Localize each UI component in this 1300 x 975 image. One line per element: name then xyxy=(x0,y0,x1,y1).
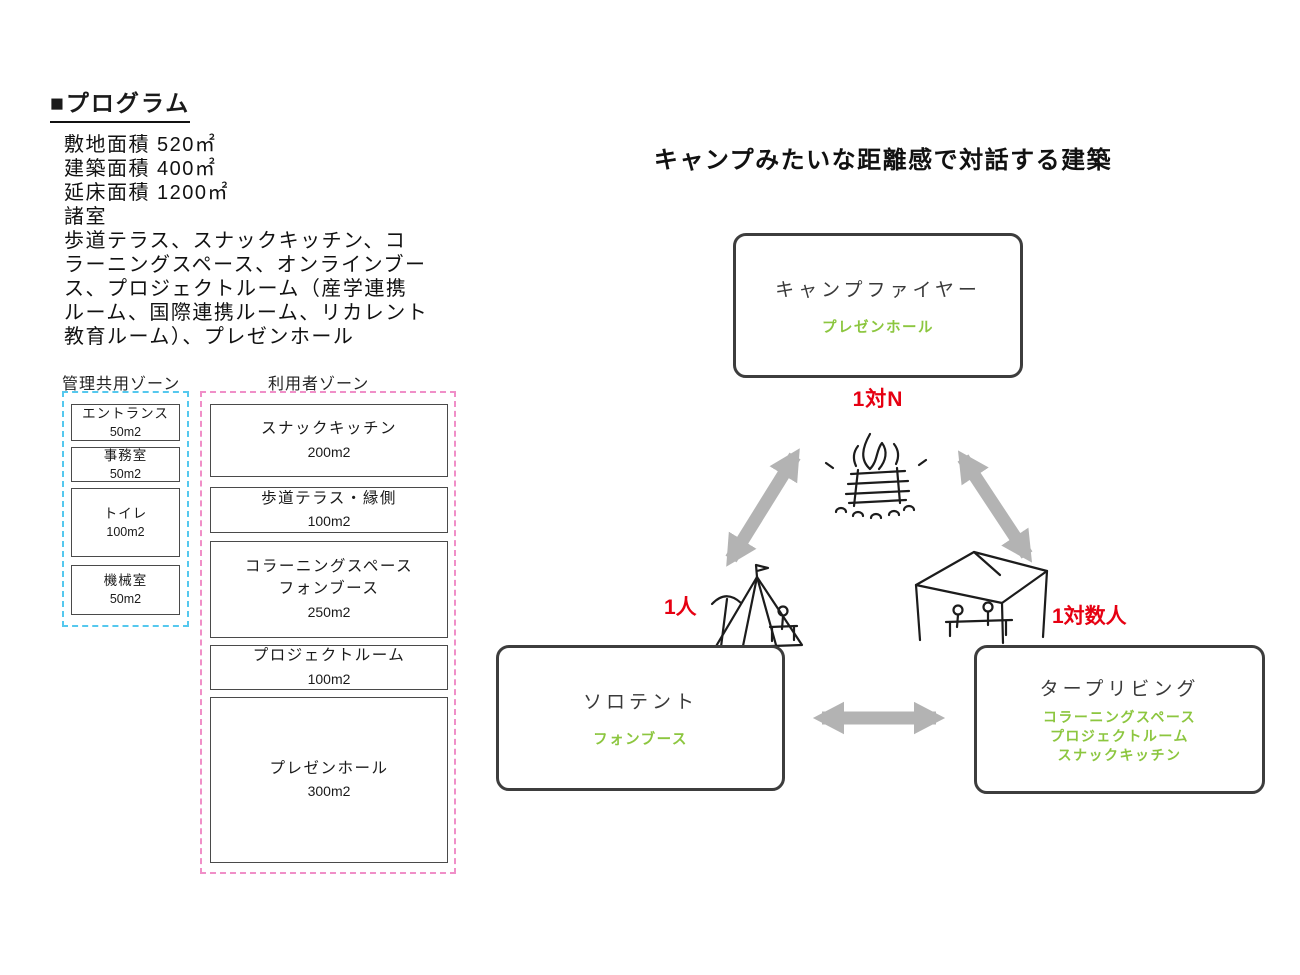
campfire-sketch-icon xyxy=(824,432,928,520)
node-programs: コラーニングスペース プロジェクトルーム スナックキッチン xyxy=(1043,708,1196,765)
node-program: フォンブース xyxy=(593,732,688,748)
user-zone-box: スナックキッチン 200m2 歩道テラス・縁側 100m2 コラーニングスペース… xyxy=(200,391,456,874)
room-area: 100m2 xyxy=(106,524,145,539)
room-box-presentation-hall: プレゼンホール 300m2 xyxy=(210,697,448,863)
room-box-terrace: 歩道テラス・縁側 100m2 xyxy=(210,487,448,533)
room-area: 100m2 xyxy=(307,513,351,530)
room-box-toilet: トイレ 100m2 xyxy=(71,488,180,557)
program-line: 延床面積 1200㎡ xyxy=(64,182,230,204)
tarp-sketch-icon xyxy=(914,550,1049,645)
room-box-machine-room: 機械室 50m2 xyxy=(71,565,180,615)
node-program: プレゼンホール xyxy=(822,319,934,336)
room-area: 50m2 xyxy=(109,592,142,607)
admin-zone-box: エントランス 50m2 事務室 50m2 トイレ 100m2 機械室 50m2 xyxy=(62,391,189,627)
room-box-project-room: プロジェクトルーム 100m2 xyxy=(210,645,448,690)
room-name: プレゼンホール xyxy=(269,759,389,777)
room-name: 事務室 xyxy=(103,447,148,463)
page-title: ■プログラム xyxy=(50,84,191,123)
room-name: スナックキッチン xyxy=(260,420,397,438)
room-box-office: 事務室 50m2 xyxy=(71,447,180,482)
room-name: プロジェクトルーム xyxy=(252,647,406,665)
room-box-snack-kitchen: スナックキッチン 200m2 xyxy=(210,404,448,477)
node-label: タープリビング xyxy=(1039,679,1200,700)
relation-label-1-to-n: 1対N xyxy=(852,388,904,411)
room-name: トイレ xyxy=(103,505,148,521)
program-line: 教育ルーム）、プレゼンホール xyxy=(64,326,355,348)
room-area: 100m2 xyxy=(307,670,351,687)
node-program: プロジェクトルーム xyxy=(1049,728,1190,744)
node-program: スナックキッチン xyxy=(1057,747,1182,763)
node-tarp-living: タープリビング コラーニングスペース プロジェクトルーム スナックキッチン xyxy=(974,645,1265,794)
node-solo-tent: ソロテント フォンブース xyxy=(496,645,785,791)
room-name: エントランス xyxy=(82,405,169,421)
program-line: ルーム、国際連携ルーム、リカレント xyxy=(64,302,429,324)
room-area: 250m2 xyxy=(307,603,351,620)
node-label: ソロテント xyxy=(582,692,698,713)
room-area: 300m2 xyxy=(307,783,351,800)
room-area: 50m2 xyxy=(109,424,142,439)
admin-zone-label: 管理共用ゾーン xyxy=(62,376,181,393)
diagram-title: キャンプみたいな距離感で対話する建築 xyxy=(653,147,1113,174)
program-line: 建築面積 400㎡ xyxy=(64,158,217,180)
program-line: 敷地面積 520㎡ xyxy=(64,134,217,156)
room-name: コラーニングスペース フォンブース xyxy=(244,557,414,598)
user-zone-label: 利用者ゾーン xyxy=(268,376,370,393)
relation-label-1-to-several: 1対数人 xyxy=(1052,605,1127,628)
program-line: 諸室 xyxy=(64,206,107,228)
room-area: 50m2 xyxy=(109,466,142,481)
room-box-colearning-space: コラーニングスペース フォンブース 250m2 xyxy=(210,541,448,638)
relation-label-1-person: 1人 xyxy=(664,596,697,619)
room-name: 歩道テラス・縁側 xyxy=(261,489,397,507)
arrow-campfire-solo xyxy=(725,448,801,567)
program-line: ラーニングスペース、オンラインブー xyxy=(64,254,427,276)
program-line: 歩道テラス、スナックキッチン、コ xyxy=(64,230,407,252)
arrow-campfire-tarp xyxy=(957,450,1033,563)
node-label: キャンプファイヤー xyxy=(775,279,981,301)
node-program: コラーニングスペース xyxy=(1042,709,1197,725)
program-line: ス、プロジェクトルーム（産学連携 xyxy=(64,278,408,300)
room-box-entrance: エントランス 50m2 xyxy=(71,404,180,441)
room-name: 機械室 xyxy=(103,573,148,589)
tent-sketch-icon xyxy=(710,563,804,650)
node-campfire: キャンプファイヤー プレゼンホール xyxy=(733,233,1023,378)
room-area: 200m2 xyxy=(307,443,351,460)
program-description: 敷地面積 520㎡ 建築面積 400㎡ 延床面積 1200㎡ 諸室 歩道テラス、… xyxy=(64,133,454,349)
